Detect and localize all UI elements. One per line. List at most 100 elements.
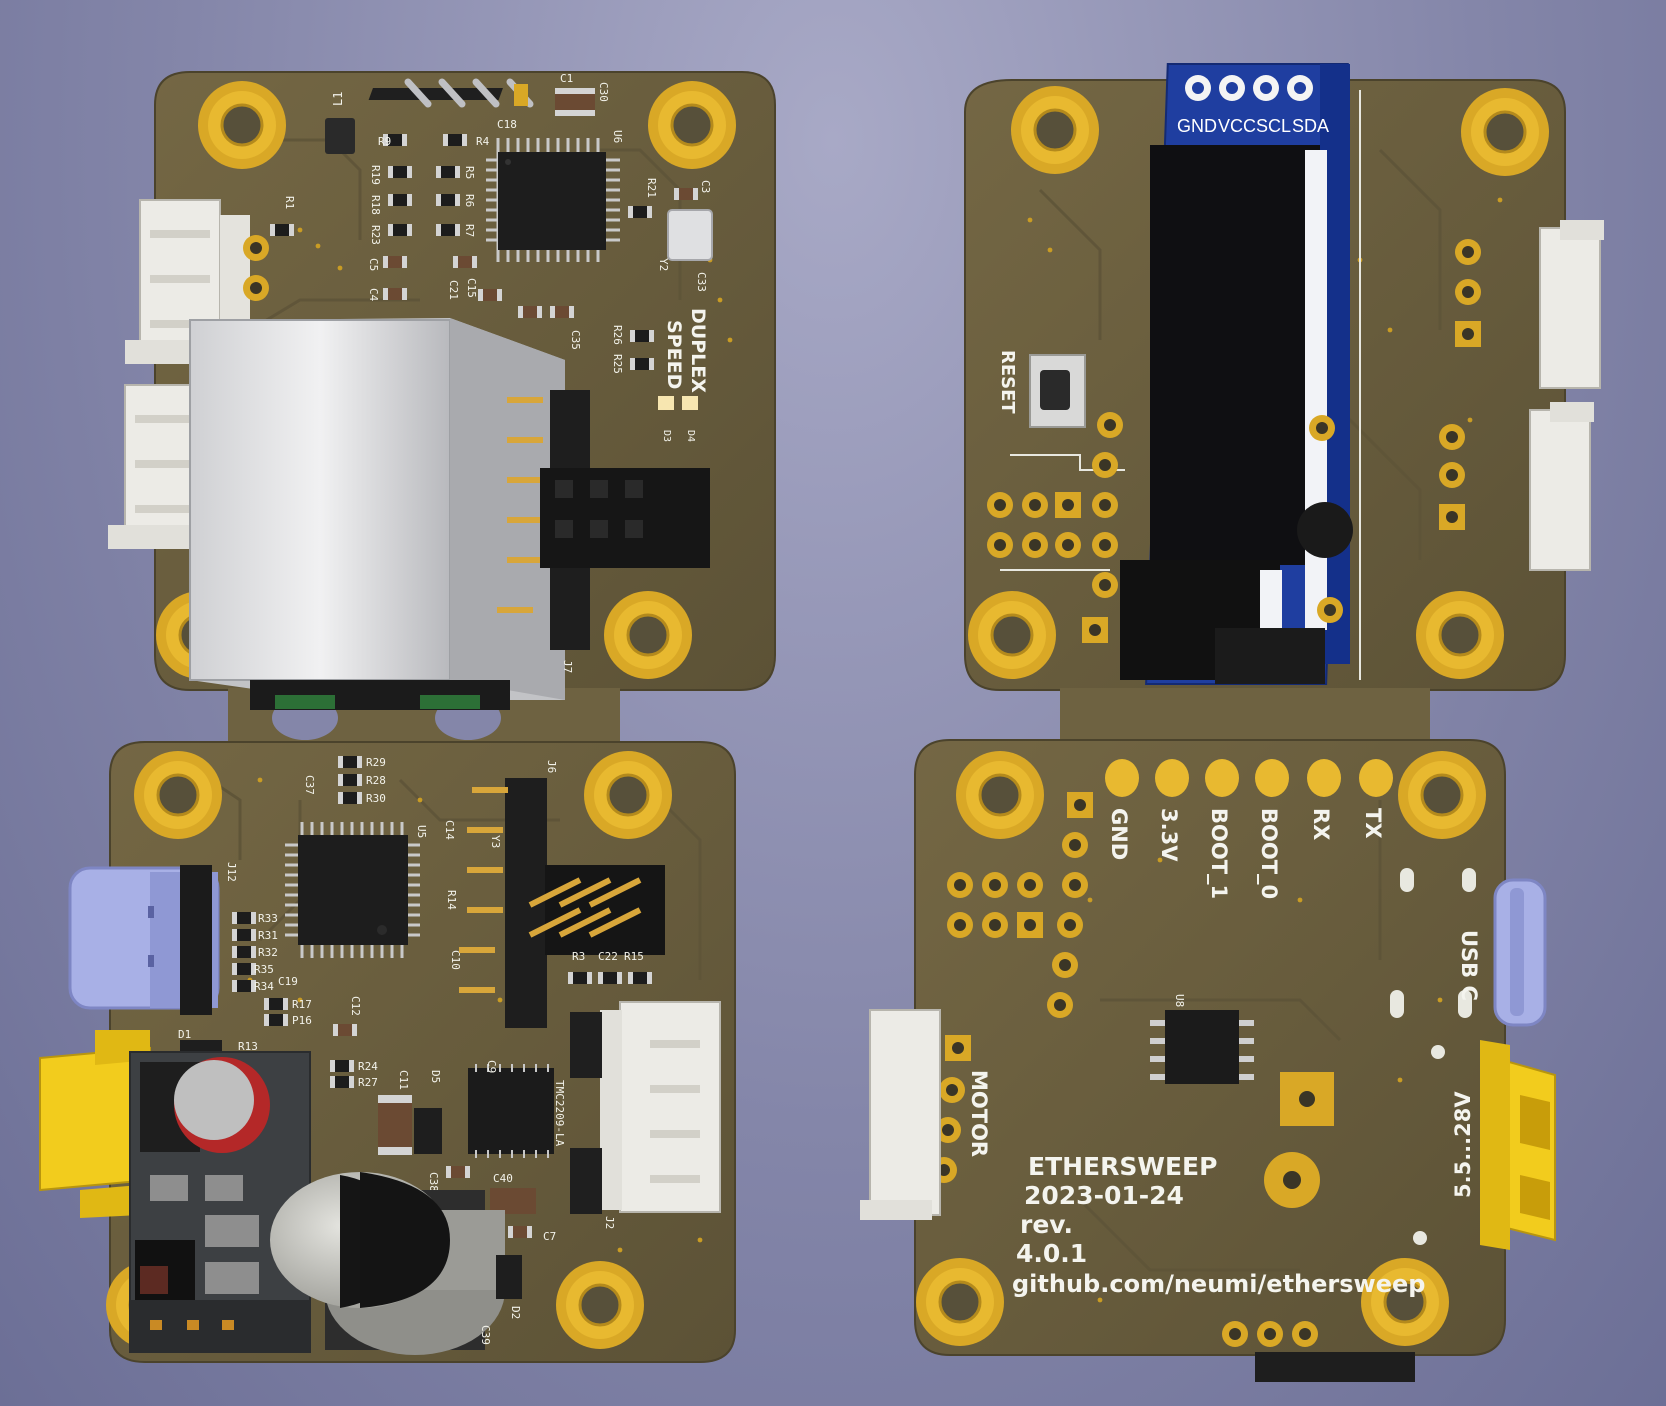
silk-j6: J6 (545, 760, 558, 773)
back-mounting-hole-l2 (954, 749, 1046, 841)
silk-r4: R4 (476, 135, 490, 148)
board-url: github.com/neumi/ethersweep (1012, 1270, 1425, 1298)
silk-y2: Y2 (657, 258, 670, 271)
silk-r15: R15 (624, 950, 644, 963)
oled-pin-sda: SDA (1292, 116, 1329, 136)
silk-c37: C37 (303, 775, 316, 795)
back-mounting-hole-bl (914, 1256, 1006, 1348)
silk-c9: C9 (485, 1060, 498, 1073)
ic-tmc2209 (468, 1064, 554, 1158)
silk-uart-boot1: BOOT_1 (1207, 808, 1231, 899)
silk-r1: R1 (283, 196, 296, 209)
silk-c22: C22 (598, 950, 618, 963)
board-rev-label: rev. (1020, 1210, 1073, 1239)
silk-r27: R27 (358, 1076, 378, 1089)
cap-c40 (490, 1188, 536, 1214)
silk-c3: C3 (699, 180, 712, 193)
silk-c21: C21 (447, 280, 460, 300)
silk-r32: R32 (258, 946, 278, 959)
back-mounting-hole-ml (966, 589, 1058, 681)
crystal-y2 (667, 209, 713, 261)
jst-connector-bottom-right (570, 1001, 721, 1214)
silk-r35: R35 (254, 963, 274, 976)
back-mounting-hole-tr (1459, 86, 1551, 178)
board-date: 2023-01-24 (1024, 1181, 1184, 1210)
diode-d2 (496, 1255, 522, 1299)
silk-r3: R3 (572, 950, 585, 963)
silk-d1: D1 (178, 1028, 191, 1041)
silk-uart-tx: TX (1361, 808, 1385, 839)
back-mounting-hole-tl (1009, 84, 1101, 176)
silk-d2: D2 (509, 1306, 522, 1319)
silk-c33: C33 (695, 272, 708, 292)
silk-c5: C5 (367, 258, 380, 271)
silk-r28: R28 (366, 774, 386, 787)
front-mounting-hole-tl (196, 79, 288, 171)
board-info: ETHERSWEEP 2023-01-24 rev. 4.0.1 github.… (1012, 1152, 1425, 1298)
oled-pin-vcc: VCC (1218, 116, 1256, 136)
front-mounting-hole-tr (646, 79, 738, 171)
silk-r14: R14 (445, 890, 458, 910)
oled-pin-scl: SCL (1256, 116, 1291, 136)
back-bottom-connector (1255, 1352, 1415, 1382)
electrolytic-capacitor (270, 1172, 505, 1355)
oled-pin-gnd: GND (1177, 116, 1217, 136)
silk-r6: R6 (463, 194, 476, 207)
silk-voltage: 5.5...28V (1451, 1091, 1475, 1198)
silk-j12: J12 (225, 862, 238, 882)
silk-r16: P16 (292, 1014, 312, 1027)
front-mounting-hole-l2 (132, 749, 224, 841)
silk-reset: RESET (997, 350, 1018, 414)
back-motor-connector (860, 1009, 941, 1220)
silk-r34: R34 (254, 980, 274, 993)
silk-r19: R19 (369, 165, 382, 185)
silk-r18: R18 (369, 195, 382, 215)
front-board: L1 C1 C30 R9 R4 C18 R19 R18 R5 R6 R23 R7… (39, 71, 776, 1363)
front-mounting-hole-mr (602, 589, 694, 681)
led-d3 (658, 396, 674, 410)
rj45-ethernet-jack (189, 318, 565, 710)
silk-uart-rx: RX (1309, 808, 1333, 840)
reset-button[interactable] (1029, 354, 1086, 428)
silk-d3: D3 (661, 430, 672, 442)
silk-y3: Y3 (489, 835, 502, 848)
silk-c14: C14 (443, 820, 456, 840)
silk-c19: C19 (278, 975, 298, 988)
silk-j2: J2 (603, 1216, 616, 1229)
silk-c12: C12 (349, 996, 362, 1016)
back-jst-connector-top (1455, 220, 1604, 389)
silk-r17: R17 (292, 998, 312, 1011)
silk-c1: C1 (560, 72, 573, 85)
silk-c4: C4 (367, 288, 380, 302)
diode-d5 (414, 1108, 442, 1154)
silk-r21: R21 (645, 178, 658, 198)
silk-c35: C35 (569, 330, 582, 350)
silk-l1: L1 (331, 92, 345, 106)
board-rev: 4.0.1 (1016, 1239, 1087, 1268)
silk-r25: R25 (611, 354, 624, 374)
back-board: GND VCC SCL SDA RESET (860, 63, 1604, 1382)
silk-c18: C18 (497, 118, 517, 131)
board-name: ETHERSWEEP (1028, 1152, 1217, 1181)
silk-speed: SPEED (663, 320, 685, 389)
silk-d5: D5 (429, 1070, 442, 1083)
silk-uart-3v3: 3.3V (1157, 808, 1181, 862)
silk-r31: R31 (258, 929, 278, 942)
pin-header-j7 (497, 390, 710, 650)
silk-r23: R23 (369, 225, 382, 245)
top-pin-header (368, 78, 534, 108)
silk-c15: C15 (465, 278, 478, 298)
silk-motor: MOTOR (967, 1070, 991, 1157)
inductor-l1 (325, 118, 355, 154)
silk-u6: U6 (611, 130, 624, 143)
ic-u5 (285, 822, 420, 958)
silk-c11: C11 (397, 1070, 410, 1090)
silk-u5: U5 (415, 825, 428, 838)
silk-uart-boot0: BOOT_0 (1257, 808, 1281, 899)
cap-c11 (378, 1095, 412, 1155)
oled-pin-holes (1185, 75, 1313, 101)
silk-r5: R5 (463, 166, 476, 179)
silk-r9: R9 (378, 135, 391, 148)
